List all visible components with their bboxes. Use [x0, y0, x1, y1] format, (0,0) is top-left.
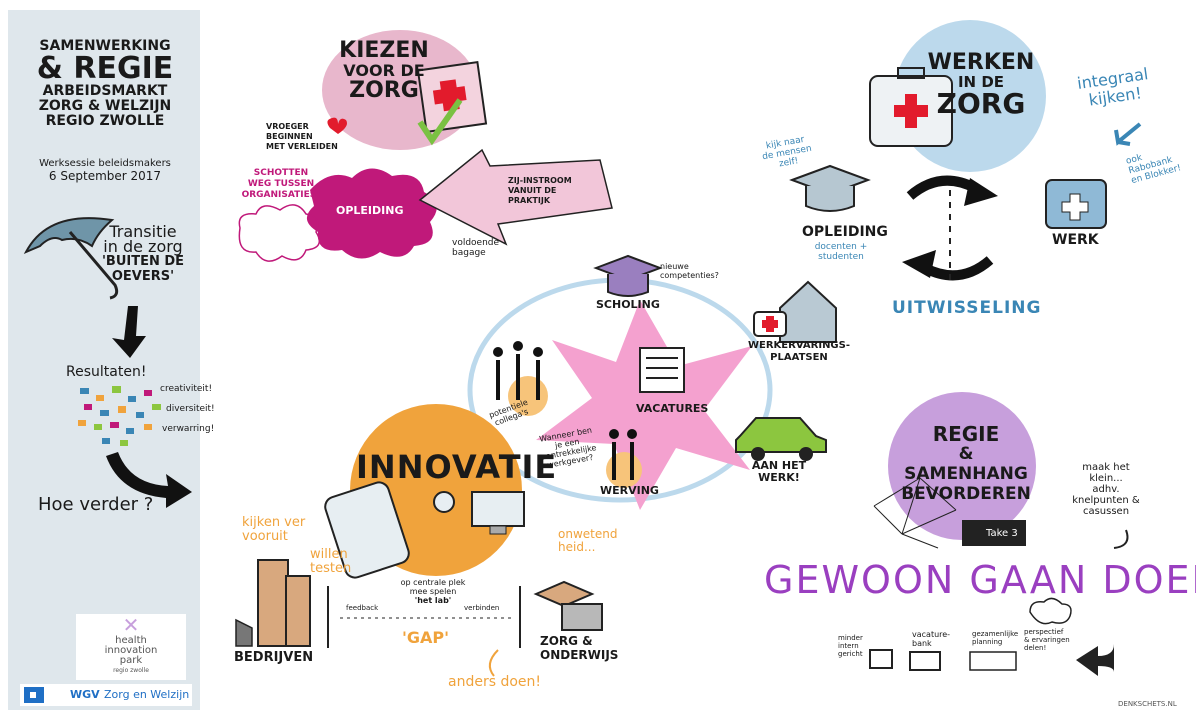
clapperboard-icon — [962, 520, 1026, 546]
network-icon — [873, 477, 957, 549]
car-icon — [735, 417, 827, 453]
verbinden-text: verbinden — [464, 604, 500, 612]
house-icon — [779, 280, 837, 343]
confetti-icon — [78, 386, 161, 446]
buildings-icon — [235, 559, 311, 647]
blue-kit-icon — [1045, 179, 1107, 229]
pointer-arrow-icon — [1114, 122, 1142, 146]
werkervaring-label: WERKERVARINGS-PLAATSEN — [748, 340, 850, 363]
gap-label: 'GAP' — [402, 628, 450, 647]
health-innovation-park-logo: ✕ health innovation park regio zwolle — [76, 614, 186, 680]
uitwisseling-label: UITWISSELING — [892, 298, 1042, 318]
regie-circle — [888, 392, 1036, 540]
graduation-cap-icon — [789, 164, 871, 212]
monitor-icon — [471, 491, 525, 527]
vacature-sheet-icon — [639, 347, 685, 393]
results-title: Resultaten! — [66, 364, 147, 380]
intern-icon — [869, 649, 893, 669]
down-arrow-icon — [112, 306, 146, 358]
session-info: Werksessie beleidsmakers 6 September 201… — [39, 158, 171, 183]
planning-icon — [969, 651, 1017, 671]
cycle-arrow-top — [906, 175, 978, 200]
results-item-confusion: verwarring! — [162, 424, 215, 434]
sidebar-title: SAMENWERKING & REGIE ARBEIDSMARKT ZORG &… — [36, 38, 174, 129]
sidebar-panel — [8, 10, 200, 710]
umbrella-icon — [23, 217, 119, 300]
anders-text: anders doen! — [448, 674, 542, 690]
question-text: Hoe verder ? — [38, 494, 154, 515]
schotten-squiggle — [238, 204, 321, 262]
take-label: Take 3 — [986, 528, 1018, 539]
opleiding-label: OPLEIDING — [336, 204, 404, 217]
opleiding-splat — [306, 168, 437, 259]
zorg-onderwijs-label: ZORG &ONDERWIJS — [540, 634, 619, 662]
kiezen-title: KIEZEN VOOR DE ZORG — [339, 38, 429, 103]
cycle-arrow-bottom — [922, 256, 994, 281]
werving-label: WERVING — [600, 484, 659, 497]
transition-text: Transitie in de zorg 'BUITEN DE OEVERS' — [101, 222, 185, 285]
vacaturebank-text: vacature-bank — [912, 630, 951, 648]
zij-instroom-arrow — [418, 148, 613, 246]
gear-icon — [433, 491, 455, 513]
scholing-label: SCHOLING — [596, 298, 660, 311]
gewoon-gaan-doen-text: GEWOON GAAN DOEN! — [764, 558, 1196, 602]
tablet-icon — [324, 481, 410, 579]
feedback-text: feedback — [346, 604, 379, 612]
heart-icon — [327, 117, 347, 134]
vacaturebank-icon — [909, 651, 941, 671]
regie-title: REGIE & SAMENHANG BEVORDEREN — [901, 422, 1031, 504]
wgv-logo: WGV Zorg en Welzijn — [20, 684, 192, 706]
curved-arrow-icon — [106, 452, 192, 508]
credit-text: DENKSCHETS.NL — [1118, 700, 1177, 708]
innovatie-title: INNOVATIE — [356, 448, 558, 486]
scholing-cap-icon — [593, 254, 663, 297]
vacatures-label: VACATURES — [636, 402, 709, 415]
people-icon — [496, 354, 634, 480]
checkmark-icon — [417, 98, 463, 146]
docenten-text: docenten +studenten — [814, 242, 868, 262]
werken-opleiding-label: OPLEIDING — [802, 224, 888, 240]
results-item-diversity: diversiteit! — [166, 404, 215, 414]
werken-title: WERKEN IN DE ZORG — [927, 50, 1035, 120]
share-arrow-icon — [1076, 644, 1114, 676]
logo-x-icon: ✕ — [122, 613, 140, 637]
suitcase-cap-icon — [533, 580, 603, 631]
results-item-creativity: creativiteit! — [160, 384, 213, 394]
bedrijven-label: BEDRIJVEN — [234, 650, 314, 665]
werk-label: WERK — [1052, 232, 1099, 248]
first-aid-kit-icon — [869, 67, 953, 147]
thought-cloud-icon — [1029, 597, 1072, 625]
vacatures-star — [536, 300, 752, 510]
